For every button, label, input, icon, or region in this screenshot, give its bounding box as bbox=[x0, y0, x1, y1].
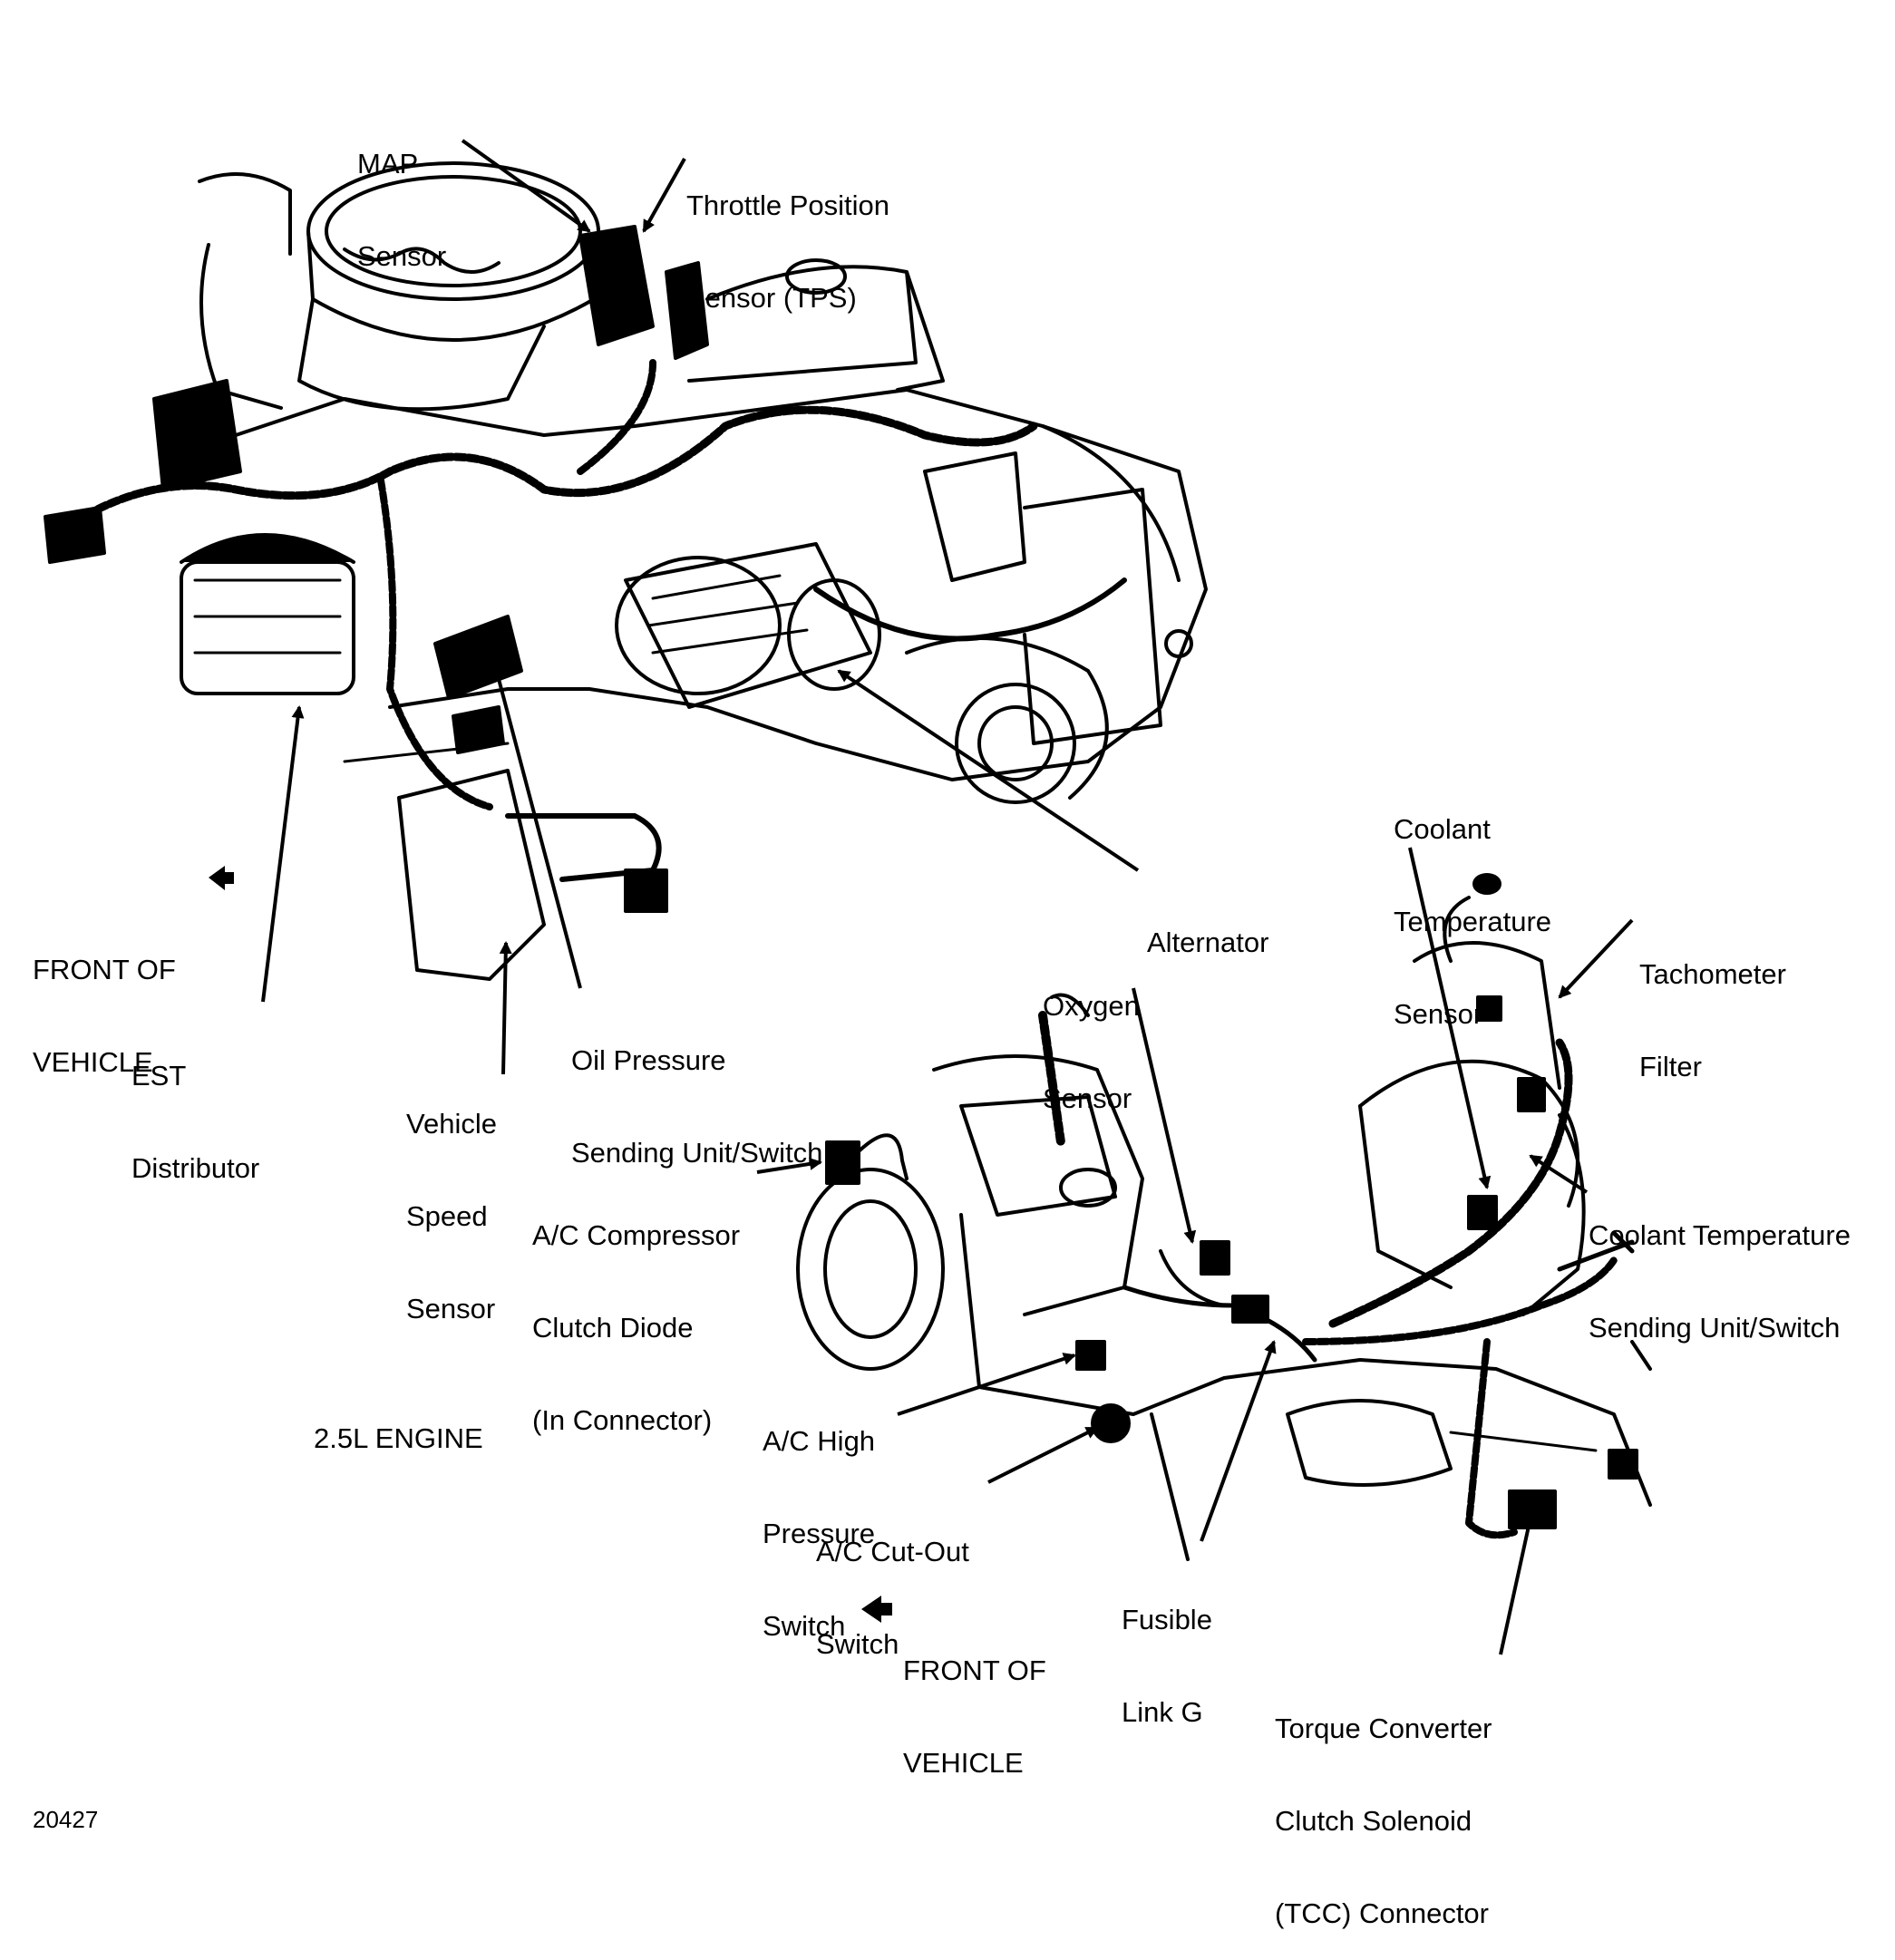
label-line: Sensor bbox=[406, 1293, 496, 1324]
label-line: Throttle Position bbox=[686, 189, 889, 221]
label-line: Coolant Temperature bbox=[1589, 1219, 1851, 1251]
coolant-temperature-sensor-label: Coolant Temperature Sensor bbox=[1394, 752, 1551, 1061]
label-line: Link G bbox=[1122, 1696, 1203, 1728]
label-line: Switch bbox=[763, 1610, 846, 1642]
label-line: Temperature bbox=[1394, 906, 1552, 937]
front-of-vehicle-label-top: FRONT OF VEHICLE bbox=[33, 893, 176, 1109]
lower-engine-drawing bbox=[796, 873, 1652, 1561]
front-arrow-icon bbox=[861, 1596, 892, 1623]
label-line: A/C High bbox=[763, 1425, 876, 1457]
oxygen-sensor-label: Oxygen Sensor bbox=[1043, 929, 1140, 1145]
label-line: MAP bbox=[357, 148, 419, 180]
tachometer-filter-label: Tachometer Filter bbox=[1639, 898, 1786, 1113]
throttle-position-sensor-label: Throttle Position Sensor (TPS) bbox=[686, 129, 889, 344]
label-line: Sensor bbox=[1043, 1082, 1132, 1114]
engine-diagram bbox=[44, 139, 1652, 1655]
oil-pressure-sending-label: Oil Pressure Sending Unit/Switch bbox=[571, 984, 822, 1199]
front-arrow-icon bbox=[209, 866, 234, 890]
est-distributor-label: EST Distributor bbox=[131, 999, 259, 1215]
label-line: Oxygen bbox=[1043, 990, 1140, 1022]
label-line: Clutch Solenoid bbox=[1275, 1805, 1472, 1837]
label-line: Speed bbox=[406, 1200, 488, 1232]
label-line: Tachometer bbox=[1639, 958, 1786, 990]
label-line: Vehicle bbox=[406, 1108, 497, 1140]
label-line: Distributor bbox=[131, 1152, 260, 1184]
coolant-temperature-sending-label: Coolant Temperature Sending Unit/Switch bbox=[1589, 1159, 1851, 1374]
label-line: Sending Unit/Switch bbox=[571, 1137, 823, 1169]
label-line: EST bbox=[131, 1060, 187, 1092]
label-line: A/C Compressor bbox=[532, 1219, 741, 1251]
label-line: Alternator bbox=[1147, 927, 1269, 958]
map-sensor-label: MAP Sensor bbox=[357, 87, 446, 303]
label-line: Clutch Diode bbox=[532, 1312, 694, 1344]
label-line: 20427 bbox=[33, 1806, 99, 1833]
label-line: Pressure bbox=[763, 1518, 876, 1549]
vehicle-speed-sensor-label: Vehicle Speed Sensor bbox=[406, 1047, 497, 1355]
ac-compressor-clutch-diode-label: A/C Compressor Clutch Diode (In Connecto… bbox=[532, 1159, 740, 1467]
tcc-connector-label: Torque Converter Clutch Solenoid (TCC) C… bbox=[1275, 1652, 1492, 1960]
figure-number: 20427 bbox=[33, 1742, 98, 1866]
engine-label: 2.5L ENGINE bbox=[314, 1362, 483, 1485]
fusible-link-label: Fusible Link G bbox=[1122, 1543, 1212, 1759]
alternator-label: Alternator bbox=[1147, 866, 1268, 989]
front-of-vehicle-label-bottom: FRONT OF VEHICLE bbox=[903, 1594, 1046, 1810]
label-line: (TCC) Connector bbox=[1275, 1897, 1489, 1929]
label-line: Sensor bbox=[357, 240, 447, 272]
label-line: FRONT OF bbox=[903, 1654, 1046, 1686]
upper-engine-drawing bbox=[44, 161, 1208, 981]
label-line: Switch bbox=[816, 1628, 899, 1660]
label-line: VEHICLE bbox=[33, 1046, 153, 1078]
leader-lines bbox=[261, 139, 1634, 1655]
label-line: Sensor bbox=[1394, 998, 1483, 1030]
ac-cut-out-switch-label: A/C Cut-Out Switch bbox=[816, 1475, 969, 1691]
ac-high-pressure-switch-label: A/C High Pressure Switch bbox=[763, 1364, 875, 1673]
label-line: (In Connector) bbox=[532, 1404, 713, 1436]
label-line: 2.5L ENGINE bbox=[314, 1422, 483, 1454]
label-line: Coolant bbox=[1394, 813, 1491, 845]
label-line: VEHICLE bbox=[903, 1747, 1024, 1779]
label-line: Sensor (TPS) bbox=[686, 282, 857, 314]
label-line: Oil Pressure bbox=[571, 1044, 726, 1076]
label-line: Torque Converter bbox=[1275, 1713, 1492, 1744]
label-line: Fusible bbox=[1122, 1604, 1212, 1635]
label-line: Sending Unit/Switch bbox=[1589, 1312, 1841, 1344]
label-line: A/C Cut-Out bbox=[816, 1536, 969, 1567]
label-line: FRONT OF bbox=[33, 954, 176, 985]
label-line: Filter bbox=[1639, 1051, 1702, 1082]
